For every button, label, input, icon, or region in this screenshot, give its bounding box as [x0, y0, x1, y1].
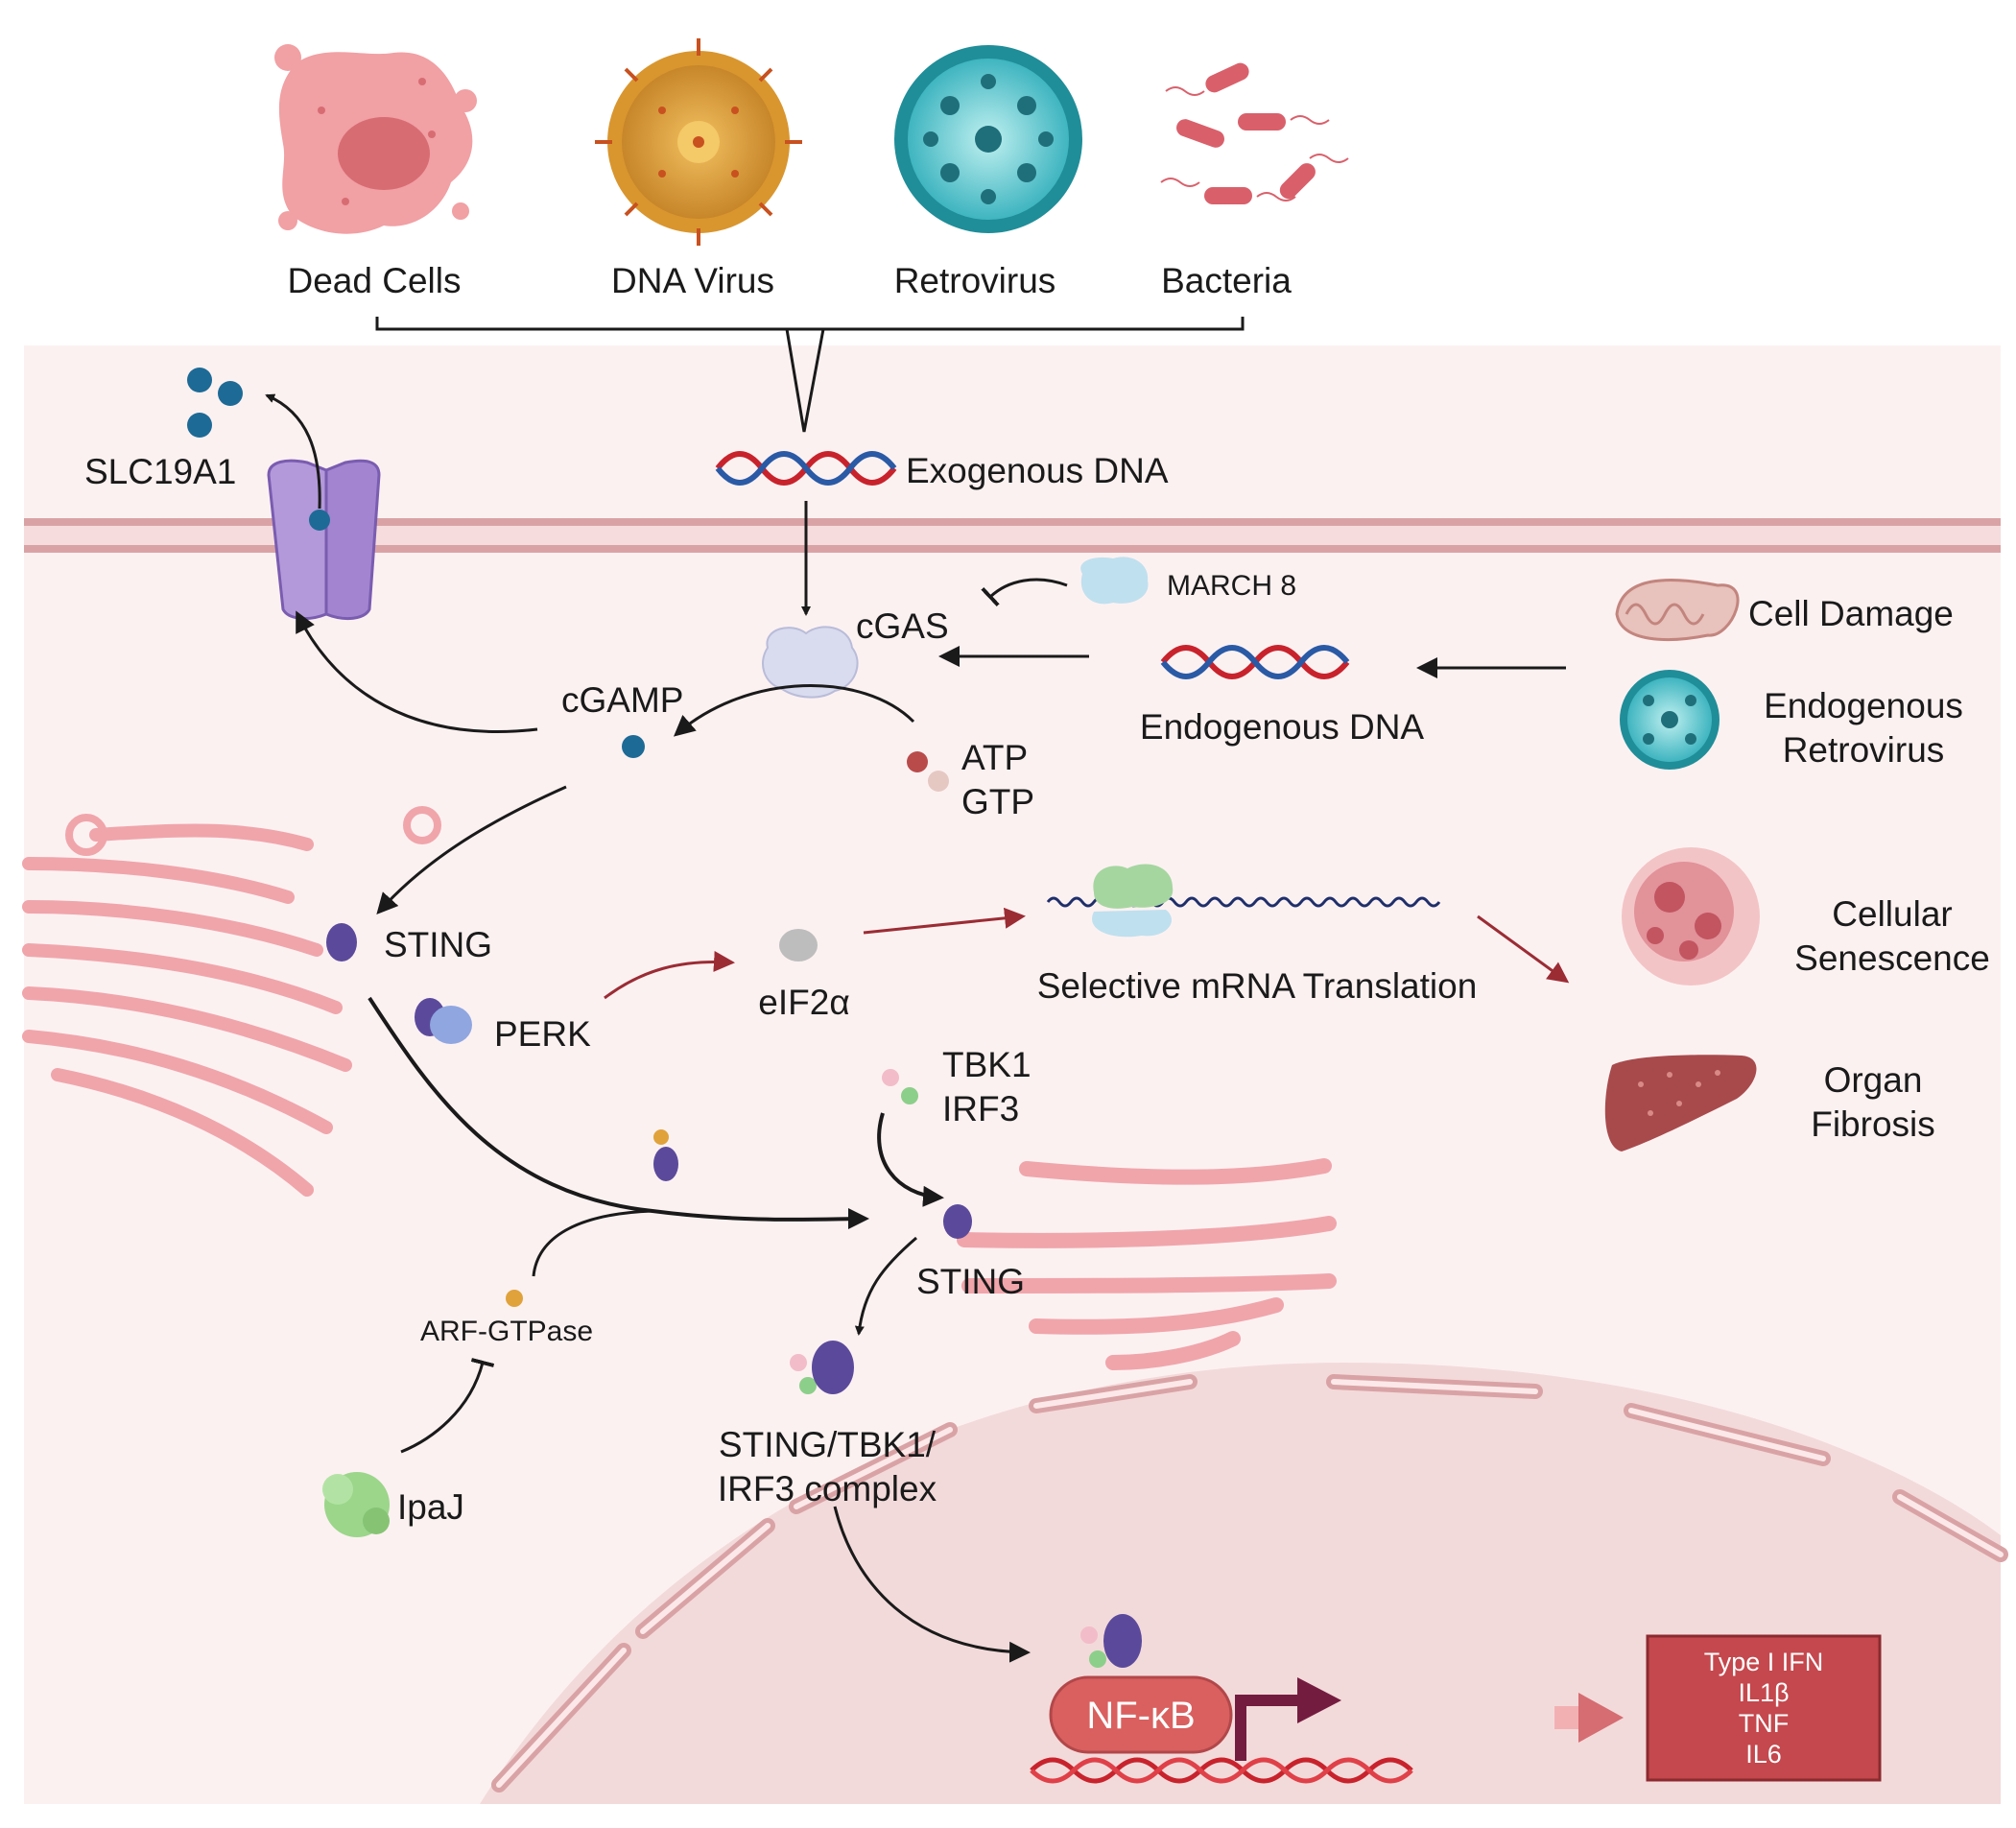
- output-il6: IL6: [1745, 1740, 1782, 1769]
- inhibit-ipaj-arf: [400, 1358, 495, 1454]
- complex-on-nfkb-icon: [1080, 1614, 1142, 1668]
- label-senescence-1: Cellular: [1832, 894, 1952, 934]
- arrow-complex-to-nucleus: [833, 1506, 1031, 1663]
- march8-icon: [1080, 557, 1149, 605]
- arrow-cgamp-to-slc19a1: [296, 610, 538, 733]
- label-endogenous-retrovirus-2: Retrovirus: [1783, 730, 1945, 770]
- label-mrna-translation: Selective mRNA Translation: [1037, 966, 1478, 1006]
- atp-gtp-icon: [907, 751, 949, 792]
- label-endogenous-retrovirus-1: Endogenous: [1764, 686, 1963, 725]
- transcription-start-arrow-icon: [1235, 1677, 1341, 1761]
- perk-icon: [415, 998, 472, 1044]
- label-tbk1: TBK1: [942, 1045, 1032, 1084]
- sources-bracket: [375, 317, 1245, 433]
- label-sting-er: STING: [384, 925, 492, 964]
- ribosome-mrna-icon: [1046, 864, 1441, 938]
- label-nfkb: NF-κB: [1086, 1695, 1195, 1737]
- sting-golgi-icon: [943, 1204, 972, 1239]
- label-cgas: cGAS: [856, 606, 949, 646]
- arf-gtpase-dot: [506, 1290, 523, 1307]
- label-gtp: GTP: [961, 782, 1034, 821]
- golgi-apparatus: [957, 1158, 1337, 1370]
- label-eif2a: eIF2α: [758, 983, 849, 1022]
- label-complex-2: IRF3 complex: [718, 1469, 937, 1508]
- sting-complex-icon: [790, 1341, 854, 1394]
- arrow-slc19a1-export: [265, 393, 321, 510]
- output-il1b: IL1β: [1738, 1678, 1789, 1707]
- liver-icon: [1604, 1055, 1757, 1151]
- label-slc19a1: SLC19A1: [84, 452, 236, 491]
- output-arrow-icon: [1554, 1693, 1624, 1743]
- label-complex-1: STING/TBK1/: [719, 1425, 937, 1464]
- label-cgamp: cGAMP: [561, 680, 683, 720]
- output-type-i-ifn: Type I IFN: [1704, 1648, 1824, 1676]
- label-fibrosis-1: Organ: [1824, 1060, 1923, 1100]
- label-arf-gtpase: ARF-GTPase: [420, 1316, 593, 1347]
- label-march8: MARCH 8: [1167, 570, 1296, 602]
- label-dead-cells: Dead Cells: [288, 261, 462, 300]
- arrow-translation-to-senescence: [1477, 914, 1570, 984]
- arrow-sting-to-golgi: [368, 996, 869, 1230]
- label-retrovirus: Retrovirus: [894, 261, 1056, 300]
- arrow-tbk1-to-sting: [877, 1112, 944, 1207]
- endogenous-retrovirus-icon: [1620, 670, 1720, 770]
- label-senescence-2: Senescence: [1794, 938, 1990, 978]
- label-irf3: IRF3: [942, 1089, 1019, 1128]
- output-tnf: TNF: [1739, 1709, 1789, 1738]
- arrow-perk-to-eif2a: [604, 950, 735, 1000]
- label-exogenous-dna: Exogenous DNA: [906, 451, 1169, 490]
- mitochondrion-icon: [1615, 578, 1740, 642]
- label-endogenous-dna: Endogenous DNA: [1140, 707, 1425, 747]
- retrovirus-icon: [894, 45, 1082, 233]
- nuclear-dna-icon: [1030, 1757, 1413, 1784]
- endogenous-dna-icon: [1160, 645, 1350, 679]
- label-atp: ATP: [961, 738, 1028, 777]
- cytokine-output-box: [1646, 1634, 1882, 1782]
- arrow-cgas-to-cgamp: [673, 684, 915, 737]
- dead-cells-icon: [274, 44, 477, 234]
- label-sting-golgi: STING: [916, 1262, 1025, 1301]
- endoplasmic-reticulum: [22, 806, 441, 1197]
- dna-virus-icon: [595, 38, 802, 246]
- cgamp-export-dots: [187, 368, 243, 438]
- label-bacteria: Bacteria: [1161, 261, 1292, 300]
- senescent-cell-icon: [1622, 847, 1760, 985]
- label-fibrosis-2: Fibrosis: [1811, 1104, 1935, 1144]
- label-cell-damage: Cell Damage: [1748, 594, 1954, 633]
- inhibit-march8-cgas: [981, 578, 1068, 607]
- cgamp-dot: [622, 735, 645, 758]
- label-ipaj: IpaJ: [397, 1487, 464, 1527]
- arrow-arf-to-trafficking: [532, 1209, 653, 1277]
- exogenous-dna-icon: [715, 451, 897, 486]
- arrow-eif2a-to-translation: [863, 907, 1026, 935]
- ipaj-icon: [322, 1472, 390, 1537]
- label-perk: PERK: [494, 1014, 591, 1054]
- slc19a1-transporter-icon: [267, 459, 381, 621]
- eif2a-icon: [779, 929, 818, 961]
- sting-arf-icon: [653, 1129, 678, 1181]
- arrow-golgi-to-complex: [854, 1236, 917, 1336]
- arrow-cgamp-to-sting: [376, 785, 567, 914]
- label-dna-virus: DNA Virus: [611, 261, 774, 300]
- nfkb-pill: [1049, 1675, 1233, 1754]
- tbk1-irf3-icon: [882, 1069, 918, 1104]
- sting-er-icon: [326, 923, 357, 961]
- bacteria-icon: [1160, 62, 1349, 204]
